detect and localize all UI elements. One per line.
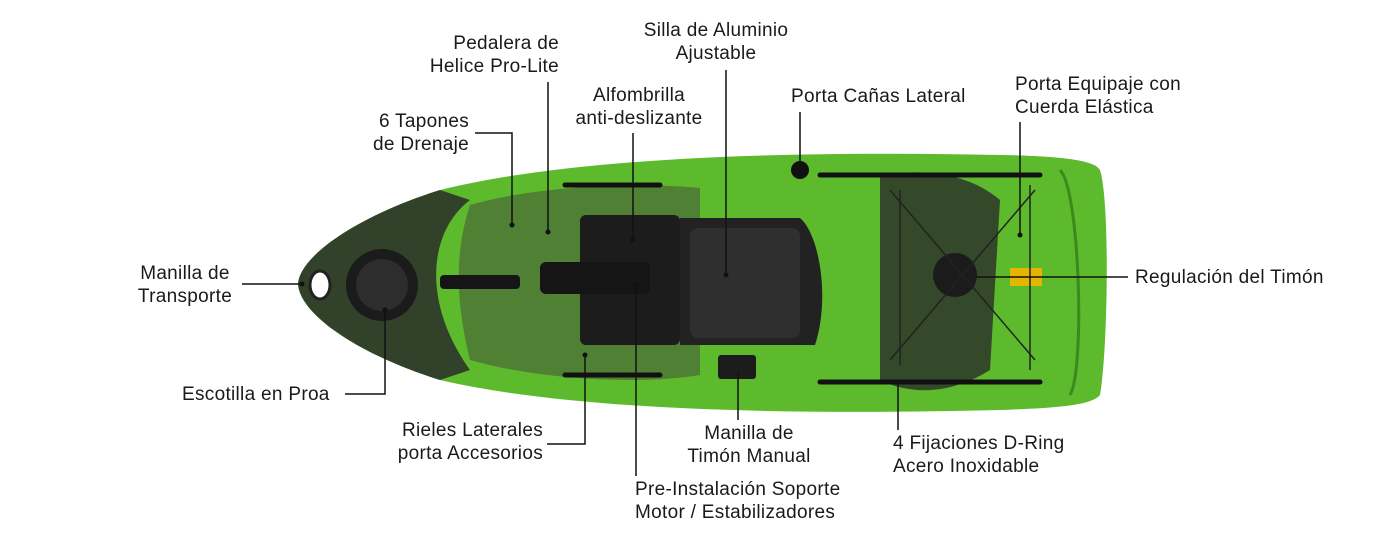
label-line: Silla de Aluminio (643, 20, 789, 41)
label-rudder-adjust: Regulación del Timón (1135, 266, 1324, 289)
side-rails (562, 172, 1043, 385)
rudder-handle (718, 355, 756, 379)
label-line: Motor / Estabilizadores (635, 502, 836, 523)
label-rod-holder: Porta Cañas Lateral (791, 85, 966, 108)
carry-handle (308, 269, 332, 301)
label-line: Porta Equipaje con (1015, 74, 1181, 95)
label-line: Helice Pro-Lite (429, 56, 559, 77)
bungee-cord (889, 185, 1036, 370)
label-line: Regulación del Timón (1135, 267, 1324, 288)
label-line: 4 Fijaciones D-Ring (893, 433, 1065, 454)
label-line: Rieles Laterales (401, 420, 543, 441)
label-line: Alfombrilla (593, 85, 685, 106)
deck-features (308, 161, 1043, 385)
label-line: Pre-Instalación Soporte (635, 479, 841, 500)
label-line: Ajustable (675, 43, 757, 64)
label-line: Acero Inoxidable (893, 456, 1040, 477)
label-line: anti-deslizante (575, 108, 703, 129)
label-line: porta Accesorios (397, 443, 543, 464)
stern-hatch (933, 253, 977, 297)
pedal-drive (540, 262, 650, 294)
label-line: Cuerda Elástica (1015, 97, 1154, 118)
leader-lines (242, 70, 1128, 476)
label-line: 6 Tapones (378, 111, 469, 132)
label-bow-hatch: Escotilla en Proa (182, 383, 330, 406)
label-line: Timón Manual (687, 446, 811, 467)
label-line: Manilla de (704, 423, 794, 444)
label-line: Transporte (137, 286, 233, 307)
label-line: de Drenaje (373, 134, 469, 155)
label-line: Escotilla en Proa (182, 384, 330, 405)
label-line: Porta Cañas Lateral (791, 86, 966, 107)
label-line: Pedalera de (453, 33, 559, 54)
label-line: Manilla de (140, 263, 230, 284)
